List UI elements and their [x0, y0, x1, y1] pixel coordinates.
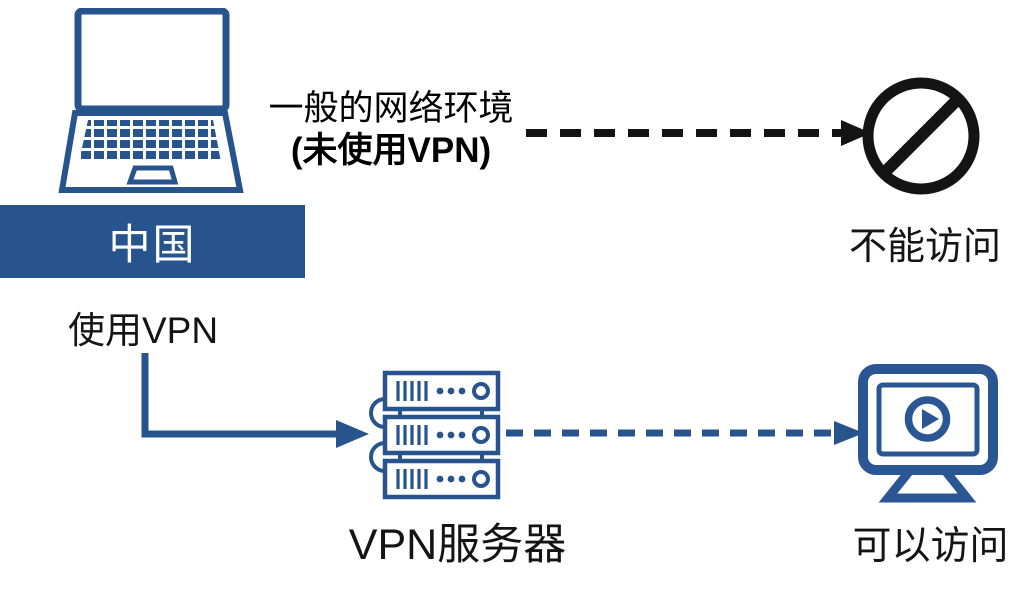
laptop-icon: [55, 8, 245, 198]
blocked-label: 不能访问: [848, 226, 1001, 268]
no-vpn-dashed-arrow: [523, 119, 875, 147]
blocked-icon: [860, 75, 982, 197]
vpn-solid-arrow: [139, 351, 375, 449]
no-vpn-caption-line2: (未使用VPN): [290, 131, 492, 170]
monitor-play-icon: [855, 362, 1000, 504]
vpn-server-label: VPN服务器: [348, 521, 567, 569]
play-icon: [904, 396, 951, 442]
use-vpn-label: 使用VPN: [68, 310, 219, 351]
no-vpn-caption-line1: 一般的网络环境: [268, 89, 514, 128]
server-stack-icon: [350, 366, 502, 504]
china-banner: 中国: [0, 205, 305, 278]
china-banner-label: 中国: [108, 221, 197, 268]
vpn-dashed-arrow: [503, 419, 871, 447]
no-vpn-caption: 一般的网络环境 (未使用VPN): [255, 88, 527, 172]
accessible-label: 可以访问: [852, 525, 1009, 568]
